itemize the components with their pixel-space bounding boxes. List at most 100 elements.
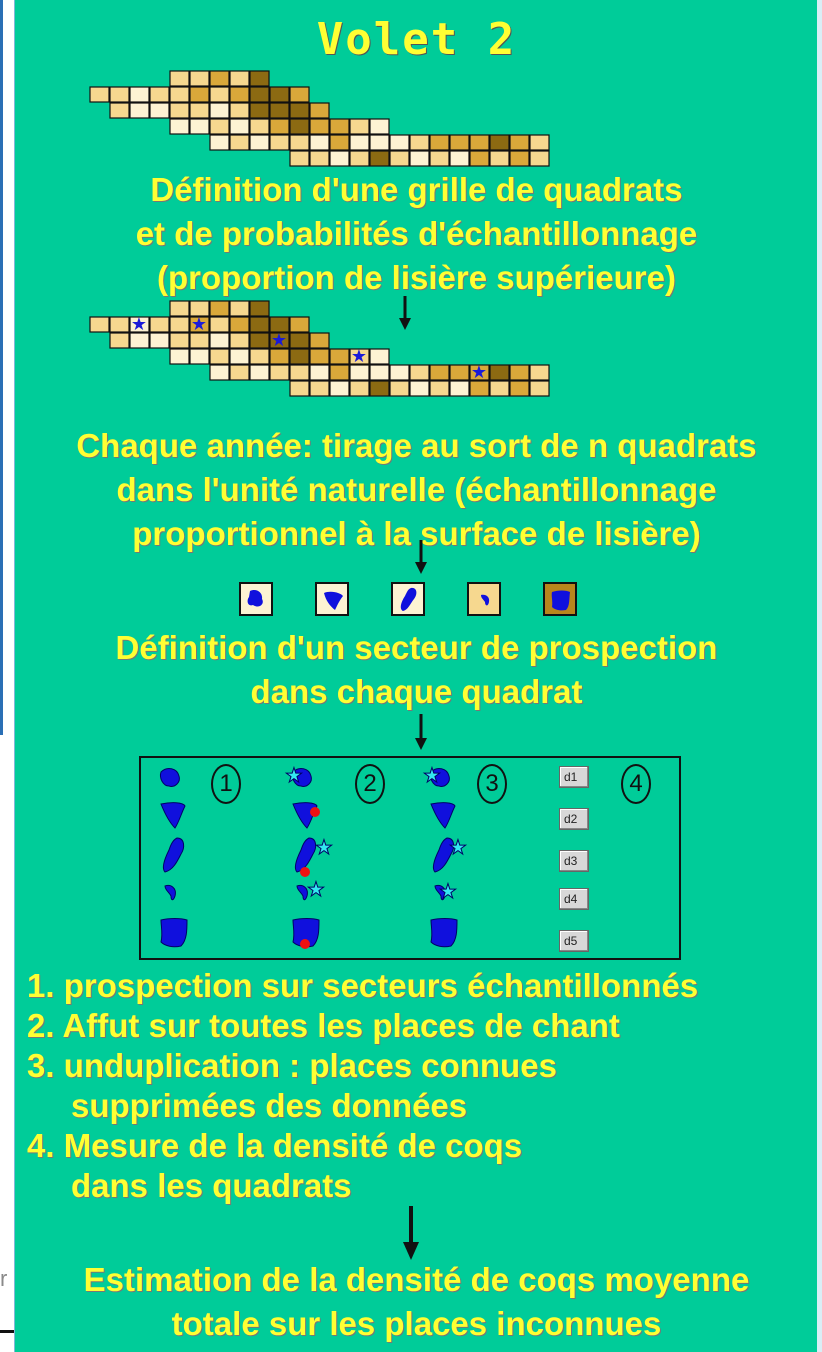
grid-cell <box>129 332 150 349</box>
grid-cell <box>229 86 250 103</box>
grid-cell <box>449 134 470 151</box>
grid-cell <box>269 86 290 103</box>
grid-cell <box>209 332 230 349</box>
grid-cell <box>469 150 490 167</box>
grid-cell <box>189 70 210 87</box>
grid-cell <box>529 364 550 381</box>
grid-cell <box>169 332 190 349</box>
grid-cell <box>489 150 510 167</box>
grid-cell <box>269 134 290 151</box>
grid-cell <box>289 316 310 333</box>
grid-cell <box>269 102 290 119</box>
quadrat-thumbnail <box>239 582 273 616</box>
column-number: 1 <box>211 764 241 804</box>
grid-cell <box>229 134 250 151</box>
grid-cell <box>209 102 230 119</box>
star-icon: ★ <box>307 877 325 901</box>
grid-cell <box>289 348 310 365</box>
column-number: 3 <box>477 764 507 804</box>
sector-shape <box>432 837 455 873</box>
grid-cell <box>329 380 350 397</box>
grid-cell <box>229 364 250 381</box>
step-item: 1. prospection sur secteurs échantillonn… <box>27 967 699 1004</box>
grid-cell <box>229 70 250 87</box>
caption-line: Chaque année: tirage au sort de n quadra… <box>76 427 757 464</box>
quadrat-thumbnail <box>467 582 501 616</box>
down-arrow-icon <box>415 540 427 574</box>
star-icon: ★ <box>471 362 487 383</box>
caption-line: dans l'unité naturelle (échantillonnage <box>116 471 717 508</box>
grid-cell <box>169 348 190 365</box>
grid-cell <box>109 332 130 349</box>
grid-cell <box>109 102 130 119</box>
density-label: d1 <box>559 766 589 788</box>
sector-shape <box>430 768 450 787</box>
window-right-edge <box>817 0 822 1352</box>
grid-cell <box>529 134 550 151</box>
grid-cell <box>169 300 190 317</box>
grid-cell <box>369 348 390 365</box>
caption-line: (proportion de lisière supérieure) <box>157 259 676 296</box>
grid-cell <box>529 380 550 397</box>
grid-cell <box>169 102 190 119</box>
sector-shape <box>296 885 308 901</box>
diagram-panel: Volet 2 Définition d'une grille de quadr… <box>14 0 818 1352</box>
step-item: 3. unduplication : places connues <box>27 1047 557 1084</box>
star-icon: ★ <box>423 763 441 787</box>
grid-cell <box>229 332 250 349</box>
grid-cell <box>509 134 530 151</box>
grid-cell <box>309 118 330 135</box>
grid-cell <box>149 102 170 119</box>
grid-cell <box>209 86 230 103</box>
grid-cell <box>449 150 470 167</box>
grid-cell <box>269 364 290 381</box>
density-label: d4 <box>559 888 589 910</box>
caption-line: Définition d'une grille de quadrats <box>150 171 683 208</box>
grid-cell <box>209 118 230 135</box>
grid-cell <box>469 380 490 397</box>
grid-cell <box>129 86 150 103</box>
grid-cell <box>249 86 270 103</box>
grid-cell <box>349 348 370 365</box>
grid-cell <box>209 134 230 151</box>
grid-cell <box>309 364 330 381</box>
window-edge-bar <box>0 0 3 735</box>
grid-cell <box>509 380 530 397</box>
grid-cell <box>249 348 270 365</box>
grid-cell <box>189 316 210 333</box>
down-arrow-icon <box>403 1206 419 1260</box>
grid-cell <box>489 364 510 381</box>
grid-cell <box>169 70 190 87</box>
grid-cell <box>409 134 430 151</box>
grid-cell <box>409 150 430 167</box>
grid-cell <box>149 86 170 103</box>
sector-shape <box>160 918 188 948</box>
caption-line: proportionnel à la surface de lisière) <box>132 515 701 552</box>
grid-cell <box>329 134 350 151</box>
grid-cell <box>229 300 250 317</box>
grid-cell <box>389 380 410 397</box>
grid-cell <box>189 86 210 103</box>
grid-cell <box>469 364 490 381</box>
grid-cell <box>249 332 270 349</box>
sector-shape <box>430 918 458 948</box>
star-icon: ★ <box>439 879 457 903</box>
grid-cell <box>189 348 210 365</box>
grid-cell <box>289 332 310 349</box>
quadrat-thumbnail <box>543 582 577 616</box>
grid-cell <box>269 118 290 135</box>
density-label: d5 <box>559 930 589 952</box>
grid-cell <box>249 316 270 333</box>
step-item-continuation: dans les quadrats <box>71 1167 352 1204</box>
grid-cell <box>369 150 390 167</box>
grid-cell <box>389 134 410 151</box>
grid-cell <box>389 364 410 381</box>
yearly-draw-caption: Chaque année: tirage au sort de n quadra… <box>15 424 818 556</box>
grid-cell <box>169 86 190 103</box>
caption-line: et de probabilités d'échantillonnage <box>135 215 698 252</box>
column-number: 4 <box>621 764 651 804</box>
red-dot-icon <box>300 867 310 877</box>
grid-cell <box>349 364 370 381</box>
quadrat-thumbnail <box>391 582 425 616</box>
sampled-quadrat-grid: ★★★★★ <box>89 300 550 397</box>
